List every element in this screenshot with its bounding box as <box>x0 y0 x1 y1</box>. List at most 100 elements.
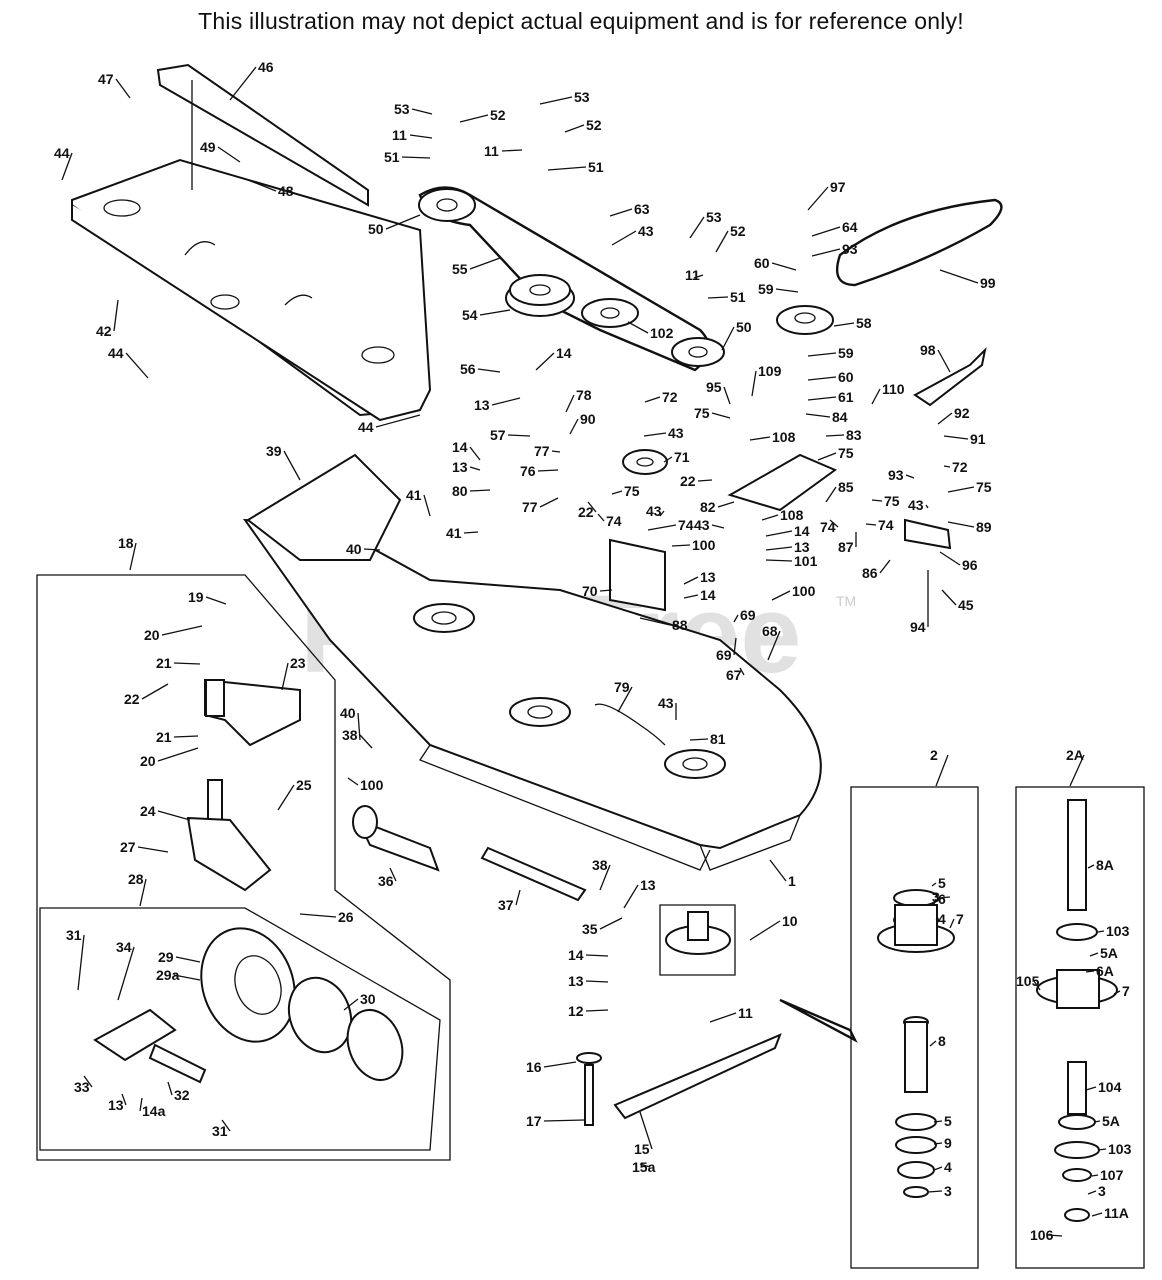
callout-91: 91 <box>970 431 986 447</box>
callout-52: 52 <box>586 117 602 133</box>
leader-line-18 <box>129 542 137 571</box>
callout-51: 51 <box>730 289 746 305</box>
discharge-chute <box>246 453 402 561</box>
callout-22: 22 <box>124 691 140 707</box>
leader-line-38 <box>599 864 611 891</box>
leader-line-8A <box>1087 864 1095 869</box>
callout-105: 105 <box>1016 973 1040 989</box>
callout-23: 23 <box>290 655 306 671</box>
callout-13: 13 <box>794 539 810 555</box>
leader-line-29 <box>175 956 201 963</box>
leader-line-100 <box>671 544 691 547</box>
caster-fork <box>186 779 272 892</box>
leader-line-7 <box>1113 990 1121 995</box>
leader-line-3 <box>1087 1190 1097 1195</box>
leader-line-51 <box>547 166 587 171</box>
callout-2: 2 <box>930 747 938 763</box>
callout-98: 98 <box>920 342 936 358</box>
leader-line-50 <box>385 214 421 230</box>
callout-11: 11 <box>484 143 499 159</box>
pulley-58 <box>776 305 834 335</box>
callout-68: 68 <box>762 623 778 639</box>
leader-line-13 <box>683 576 699 585</box>
leader-line-86 <box>879 559 891 574</box>
callout-53: 53 <box>706 209 722 225</box>
callout-104: 104 <box>1098 1079 1122 1095</box>
leader-line-50 <box>721 326 735 351</box>
callout-30: 30 <box>360 991 376 1007</box>
leader-line-69 <box>733 637 737 656</box>
callout-28: 28 <box>128 871 144 887</box>
callout-11: 11 <box>685 267 700 283</box>
leader-line-15 <box>639 1111 653 1150</box>
leader-line-33 <box>83 1075 93 1088</box>
leader-line-43 <box>659 510 665 517</box>
leader-line-68 <box>767 630 781 661</box>
leader-line-75 <box>817 452 837 461</box>
callout-6A: 6A <box>1096 963 1114 979</box>
callout-4: 4 <box>938 911 946 927</box>
leader-line-106 <box>1047 1234 1063 1237</box>
leader-line-7 <box>949 918 955 929</box>
leader-line-49 <box>217 146 241 163</box>
callout-74: 74 <box>820 519 836 535</box>
callout-82: 82 <box>700 499 716 515</box>
pulley-102 <box>581 298 639 328</box>
callout-22: 22 <box>680 473 696 489</box>
callout-13: 13 <box>700 569 716 585</box>
leader-line-52 <box>564 124 585 133</box>
callout-44: 44 <box>108 345 124 361</box>
leader-line-1 <box>769 859 787 882</box>
callout-38: 38 <box>342 727 358 743</box>
callout-49: 49 <box>200 139 216 155</box>
leader-line-90 <box>569 418 579 435</box>
callout-64: 64 <box>842 219 858 235</box>
callout-10: 10 <box>782 913 798 929</box>
callout-86: 86 <box>862 565 878 581</box>
leader-line-74 <box>865 523 877 526</box>
callout-74: 74 <box>878 517 894 533</box>
leader-line-31 <box>77 934 85 991</box>
callout-14: 14 <box>794 523 810 539</box>
leader-line-13 <box>585 980 609 983</box>
callout-52: 52 <box>730 223 746 239</box>
callout-47: 47 <box>98 71 114 87</box>
leader-line-98 <box>937 349 951 373</box>
idler-bracket <box>727 453 838 512</box>
callout-15a: 15a <box>632 1159 656 1175</box>
leader-line-55 <box>469 257 501 270</box>
callout-48: 48 <box>278 183 294 199</box>
callout-56: 56 <box>460 361 476 377</box>
callout-103: 103 <box>1106 923 1130 939</box>
callout-6: 6 <box>938 891 946 907</box>
leader-line-15a <box>639 1163 651 1168</box>
leader-line-103 <box>1097 1148 1107 1151</box>
leader-line-31 <box>221 1119 231 1132</box>
callout-43: 43 <box>694 517 710 533</box>
leader-line-44 <box>61 152 73 181</box>
callout-5A: 5A <box>1100 945 1118 961</box>
disclaimer-banner: This illustration may not depict actual … <box>198 8 964 34</box>
leader-line-104 <box>1085 1086 1097 1091</box>
leader-line-37 <box>515 889 521 906</box>
leader-line-96 <box>939 551 961 566</box>
leader-line-29a <box>173 974 201 981</box>
leader-line-14 <box>585 954 609 957</box>
callout-21: 21 <box>156 729 172 745</box>
leader-line-61 <box>807 396 837 401</box>
callout-60: 60 <box>838 369 854 385</box>
callout-13: 13 <box>568 973 584 989</box>
grease-block <box>93 1008 207 1084</box>
leader-line-53 <box>411 108 433 115</box>
leader-line-5A <box>1093 1120 1101 1123</box>
leader-line-76 <box>537 469 559 472</box>
leader-line-97 <box>807 186 829 211</box>
leader-line-52 <box>459 114 489 123</box>
callout-39: 39 <box>266 443 282 459</box>
leader-line-43 <box>611 230 637 246</box>
callout-31: 31 <box>212 1123 228 1139</box>
callout-13: 13 <box>108 1097 124 1113</box>
callout-14: 14 <box>452 439 468 455</box>
leader-line-67 <box>739 667 745 676</box>
